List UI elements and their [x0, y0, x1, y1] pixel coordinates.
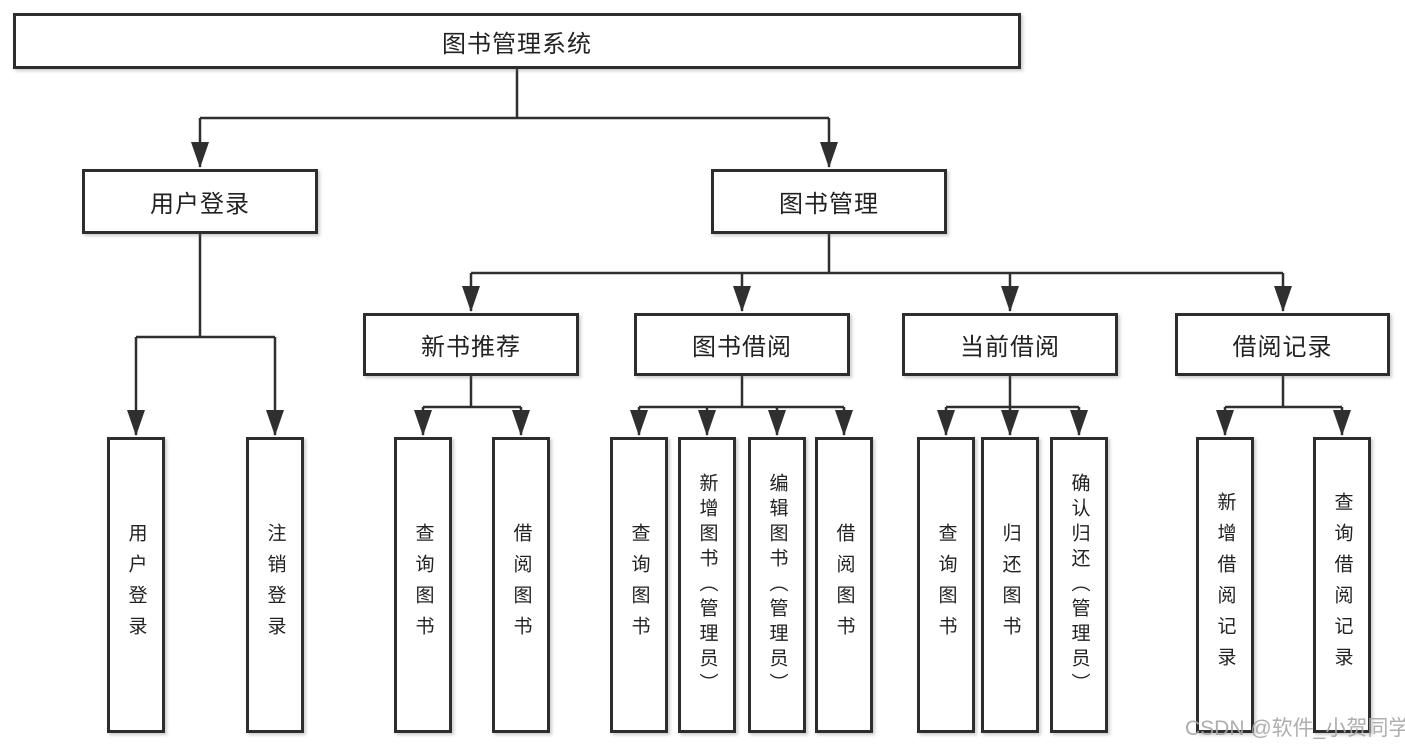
- node-new-book-recommend: 新书推荐: [363, 313, 579, 376]
- node-borrow-records-label: 借阅记录: [1232, 334, 1333, 361]
- leaf-query-books-recommend: 查询图书: [394, 437, 452, 733]
- node-borrow-records: 借阅记录: [1175, 313, 1390, 376]
- leaf-query-books-current-label: 查询图书: [935, 523, 957, 647]
- leaf-edit-book-admin: 编辑图书（管理员）: [748, 437, 806, 733]
- node-user-login: 用户登录: [82, 169, 318, 234]
- leaf-borrow-books-label: 借阅图书: [833, 523, 855, 647]
- leaf-add-borrow-record-label: 新增借阅记录: [1214, 492, 1236, 678]
- node-book-management: 图书管理: [711, 169, 947, 234]
- leaf-user-login-label: 用户登录: [125, 523, 147, 647]
- leaf-borrow-books: 借阅图书: [815, 437, 873, 733]
- node-book-management-label: 图书管理: [779, 191, 879, 218]
- leaf-logout-label: 注销登录: [264, 523, 286, 647]
- leaf-query-books-recommend-label: 查询图书: [412, 523, 434, 647]
- node-library-system: 图书管理系统: [13, 13, 1021, 69]
- node-library-system-label: 图书管理系统: [442, 30, 592, 58]
- leaf-user-login: 用户登录: [107, 437, 165, 733]
- leaf-confirm-return-admin-label: 确认归还（管理员）: [1068, 472, 1090, 698]
- node-current-borrow-label: 当前借阅: [960, 334, 1060, 361]
- leaf-add-book-admin: 新增图书（管理员）: [678, 437, 736, 733]
- leaf-return-books-label: 归还图书: [999, 523, 1021, 647]
- leaf-query-books-borrow-label: 查询图书: [628, 523, 650, 647]
- node-book-borrow: 图书借阅: [634, 313, 850, 376]
- leaf-query-books-borrow: 查询图书: [610, 437, 668, 733]
- node-user-login-label: 用户登录: [150, 191, 250, 218]
- node-book-borrow-label: 图书借阅: [692, 334, 792, 361]
- leaf-borrow-books-recommend-label: 借阅图书: [510, 523, 532, 647]
- node-current-borrow: 当前借阅: [902, 313, 1118, 376]
- leaf-add-book-admin-label: 新增图书（管理员）: [696, 472, 718, 698]
- leaf-confirm-return-admin: 确认归还（管理员）: [1050, 437, 1108, 733]
- csdn-watermark: CSDN @软件_小贺同学: [1185, 717, 1405, 740]
- leaf-add-borrow-record: 新增借阅记录: [1196, 437, 1254, 733]
- leaf-borrow-books-recommend: 借阅图书: [492, 437, 550, 733]
- leaf-logout: 注销登录: [246, 437, 304, 733]
- node-new-book-recommend-label: 新书推荐: [421, 334, 521, 361]
- leaf-return-books: 归还图书: [981, 437, 1039, 733]
- leaf-query-borrow-record: 查询借阅记录: [1313, 437, 1371, 733]
- leaf-query-borrow-record-label: 查询借阅记录: [1331, 492, 1353, 678]
- leaf-query-books-current: 查询图书: [917, 437, 975, 733]
- leaf-edit-book-admin-label: 编辑图书（管理员）: [766, 472, 788, 698]
